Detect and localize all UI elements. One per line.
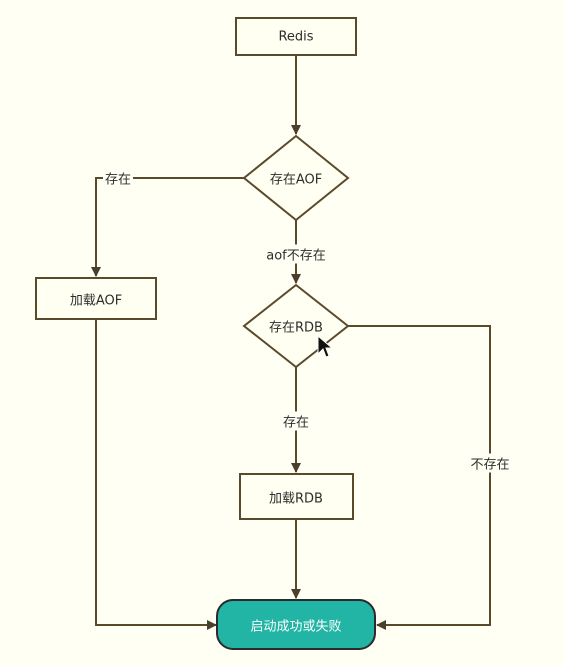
load-aof-label: 加载AOF — [69, 293, 123, 309]
edge-label-rdb-exists: 存在 — [280, 411, 312, 431]
edge-label-aof-not-exists: aof不存在 — [264, 244, 328, 264]
edge-label-rdb-not-exists: 不存在 — [468, 453, 512, 473]
final-box — [216, 599, 376, 650]
edge-label-aof-exists: 存在 — [102, 168, 134, 188]
edge-rdb-not-exists — [348, 325, 491, 630]
mouse-cursor-icon — [317, 335, 333, 358]
redis-box — [235, 17, 357, 56]
edge-aof-exists — [91, 177, 244, 277]
final-label: 启动成功或失败 — [250, 619, 342, 635]
edge-load-aof-to-final — [95, 319, 217, 630]
exists-aof-label: 存在AOF — [269, 172, 323, 188]
exists-rdb-label: 存在RDB — [269, 320, 323, 336]
load-aof-box — [35, 277, 157, 320]
load-rdb-label: 加载RDB — [269, 491, 323, 507]
redis-label: Redis — [278, 29, 314, 45]
